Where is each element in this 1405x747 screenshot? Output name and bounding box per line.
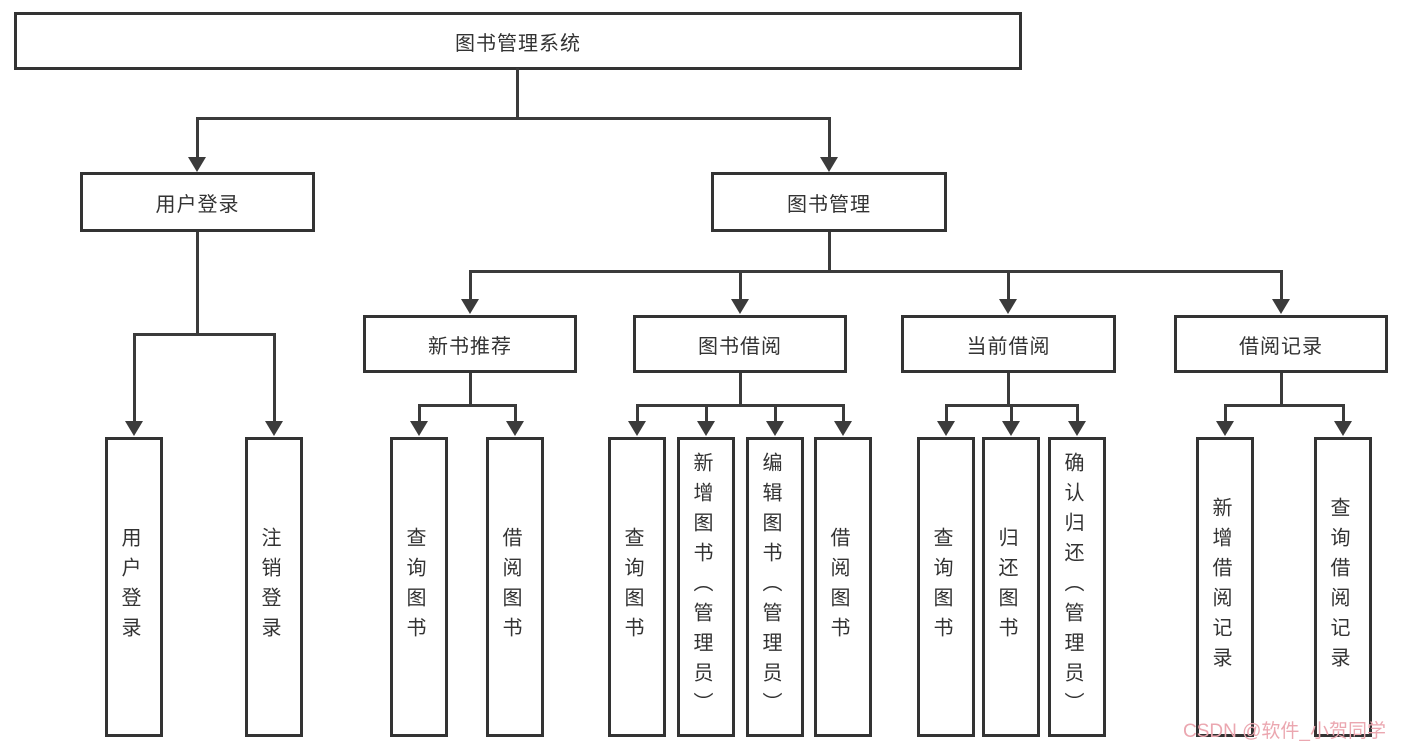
connector-drop-level3: [468, 270, 472, 300]
arrow-down-icon: [1334, 421, 1352, 436]
connector-drop-leaf: [1075, 404, 1079, 422]
leaf-confirm-return-admin: 确认归还（管理员）: [1048, 437, 1106, 737]
leaf-label: 查询图书: [621, 527, 643, 647]
arrow-down-icon: [265, 421, 283, 436]
leaf-return-books: 归还图书: [982, 437, 1040, 737]
connector-bar: [417, 404, 517, 407]
arrow-down-icon: [1002, 421, 1020, 436]
leaf-query-books-current: 查询图书: [917, 437, 975, 737]
node-label: 图书管理: [787, 193, 871, 216]
leaf-label: 归还图书: [995, 527, 1017, 647]
node-current-borrowing: 当前借阅: [901, 315, 1116, 373]
node-user-login: 用户登录: [80, 172, 315, 232]
arrow-down-icon: [731, 299, 749, 314]
connector-drop-level3: [1279, 270, 1283, 300]
connector-stem: [738, 373, 742, 407]
leaf-query-books-recommend: 查询图书: [390, 437, 448, 737]
connector-stem: [468, 373, 472, 407]
connector-drop-leaf: [635, 404, 639, 422]
arrow-down-icon: [188, 157, 206, 172]
connector-drop-user-login: [195, 117, 199, 159]
arrow-down-icon: [628, 421, 646, 436]
leaf-query-books-borrowing: 查询图书: [608, 437, 666, 737]
leaf-label: 查询借阅记录: [1327, 497, 1349, 677]
leaf-label: 用户登录: [118, 527, 140, 647]
connector-book-mgmt-stem: [827, 232, 831, 273]
connector-drop-leaf: [513, 404, 517, 422]
arrow-down-icon: [697, 421, 715, 436]
node-label: 当前借阅: [966, 335, 1051, 358]
connector-drop-leaf: [417, 404, 421, 422]
connector-drop-leaf: [944, 404, 948, 422]
connector-drop-book-mgmt: [827, 117, 831, 159]
csdn-watermark: CSDN @软件_小贺同学: [1183, 721, 1386, 742]
connector-drop-leaf: [272, 333, 276, 422]
arrow-down-icon: [834, 421, 852, 436]
node-new-book-recommendation: 新书推荐: [363, 315, 577, 373]
connector-book-mgmt-bar: [468, 270, 1283, 273]
arrow-down-icon: [1272, 299, 1290, 314]
connector-drop-leaf: [1223, 404, 1227, 422]
arrow-down-icon: [461, 299, 479, 314]
node-label: 图书管理系统: [455, 32, 581, 55]
arrow-down-icon: [820, 157, 838, 172]
leaf-borrow-books-borrowing: 借阅图书: [814, 437, 872, 737]
leaf-query-borrow-record: 查询借阅记录: [1314, 437, 1372, 737]
connector-drop-leaf: [1341, 404, 1345, 422]
connector-root-bar: [195, 117, 831, 120]
leaf-borrow-books-recommend: 借阅图书: [486, 437, 544, 737]
node-label: 新书推荐: [428, 335, 512, 358]
leaf-label: 查询图书: [930, 527, 952, 647]
node-label: 借阅记录: [1239, 335, 1323, 358]
connector-drop-leaf: [841, 404, 845, 422]
connector-user-login-bar: [132, 333, 276, 336]
leaf-label: 注销登录: [258, 527, 280, 647]
connector-bar: [635, 404, 845, 407]
connector-drop-leaf: [132, 333, 136, 422]
leaf-add-book-admin: 新增图书（管理员）: [677, 437, 735, 737]
leaf-label: 借阅图书: [827, 527, 849, 647]
leaf-add-borrow-record: 新增借阅记录: [1196, 437, 1254, 737]
connector-stem: [1279, 373, 1283, 407]
connector-root-stem: [515, 68, 519, 120]
leaf-logout: 注销登录: [245, 437, 303, 737]
connector-drop-leaf: [704, 404, 708, 422]
connector-drop-leaf: [773, 404, 777, 422]
arrow-down-icon: [1216, 421, 1234, 436]
leaf-label: 编辑图书（管理员）: [759, 452, 781, 722]
arrow-down-icon: [766, 421, 784, 436]
connector-drop-leaf: [1009, 404, 1013, 422]
node-library-management-system: 图书管理系统: [14, 12, 1022, 70]
leaf-label: 新增图书（管理员）: [690, 452, 712, 722]
node-book-borrowing: 图书借阅: [633, 315, 847, 373]
connector-bar: [1223, 404, 1345, 407]
leaf-user-login: 用户登录: [105, 437, 163, 737]
connector-stem: [1006, 373, 1010, 407]
connector-drop-level3: [738, 270, 742, 300]
arrow-down-icon: [506, 421, 524, 436]
leaf-label: 确认归还（管理员）: [1061, 452, 1083, 722]
node-book-management: 图书管理: [711, 172, 947, 232]
connector-user-login-stem: [195, 232, 199, 336]
node-label: 图书借阅: [698, 335, 782, 358]
node-borrowing-records: 借阅记录: [1174, 315, 1388, 373]
leaf-edit-book-admin: 编辑图书（管理员）: [746, 437, 804, 737]
arrow-down-icon: [1068, 421, 1086, 436]
leaf-label: 新增借阅记录: [1209, 497, 1231, 677]
leaf-label: 查询图书: [403, 527, 425, 647]
arrow-down-icon: [410, 421, 428, 436]
arrow-down-icon: [937, 421, 955, 436]
node-label: 用户登录: [155, 193, 240, 216]
leaf-label: 借阅图书: [499, 527, 521, 647]
arrow-down-icon: [125, 421, 143, 436]
connector-drop-level3: [1006, 270, 1010, 300]
arrow-down-icon: [999, 299, 1017, 314]
